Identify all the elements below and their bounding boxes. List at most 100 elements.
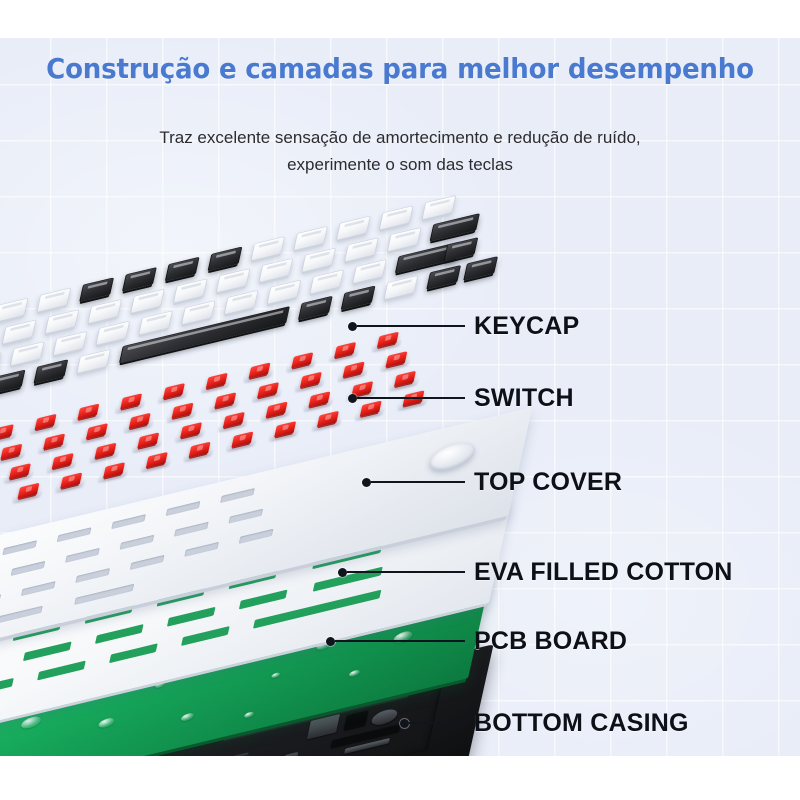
plate-slot (56, 527, 92, 543)
eva-cutout (238, 589, 288, 610)
leader-line (409, 722, 465, 724)
switch (342, 361, 365, 378)
keycap (383, 275, 419, 301)
leader-dot (362, 477, 371, 487)
callout-switch: SWITCH (348, 384, 574, 412)
switch (171, 402, 194, 420)
switch (102, 462, 126, 479)
keycap-accent (0, 369, 26, 395)
leader-dot (348, 321, 357, 331)
leader-line (347, 571, 465, 573)
keycap (44, 309, 80, 335)
keycap (293, 225, 329, 251)
keycap (9, 341, 45, 367)
switch (274, 420, 297, 438)
plate-slot (119, 534, 155, 550)
switch (214, 392, 237, 409)
keycap (129, 288, 165, 314)
leader-line (357, 397, 465, 399)
keycap (36, 287, 72, 313)
leader-dot (400, 718, 409, 728)
water-droplet (243, 711, 255, 719)
keycap (258, 257, 294, 283)
keycap (301, 247, 337, 273)
keycap-accent (207, 246, 243, 272)
keycap-accent (164, 256, 200, 282)
switch (60, 472, 83, 489)
water-droplet (270, 671, 281, 679)
plate-slot (238, 528, 274, 544)
plate-slot (228, 508, 264, 524)
page-subtitle: Traz excelente sensação de amortecimento… (159, 128, 641, 174)
callout-keycap: KEYCAP (348, 312, 579, 340)
keycap (1, 319, 37, 345)
keycap (386, 227, 422, 252)
plate-slot (74, 583, 135, 605)
keycap (76, 348, 112, 374)
plate-slot (0, 594, 2, 610)
keycap (172, 278, 208, 304)
keycap (250, 236, 286, 262)
switch (316, 410, 339, 428)
leader-dot (348, 393, 357, 403)
label-pcb-board: PCB BOARD (474, 626, 628, 655)
water-droplet (180, 712, 195, 723)
keycap (0, 351, 2, 377)
label-top-cover: TOP COVER (474, 467, 623, 496)
water-droplet (348, 669, 361, 678)
leader-dot (326, 636, 335, 646)
switch (94, 442, 117, 460)
switch (8, 463, 31, 480)
keycap (87, 298, 123, 324)
switch (145, 451, 168, 469)
keycap-accent (121, 266, 157, 292)
switch (256, 381, 280, 399)
keycap (378, 205, 414, 231)
plate-slot (111, 514, 146, 530)
plate-slot (165, 501, 201, 517)
water-droplet (20, 714, 42, 731)
label-switch: SWITCH (474, 383, 574, 412)
switch (0, 443, 23, 461)
keycap-accent (79, 277, 115, 303)
keycap-accent (340, 285, 376, 311)
callout-top-cover: TOP COVER (362, 468, 622, 496)
leader-dot (338, 567, 347, 577)
leader-line (357, 325, 465, 327)
plate-slot (220, 488, 255, 504)
keycap (138, 310, 174, 336)
keycap-accent (463, 256, 499, 281)
callout-pcb-board: PCB BOARD (326, 627, 627, 655)
eva-cutout (94, 624, 144, 644)
switch (188, 441, 211, 459)
eva-cutout (37, 660, 86, 681)
keycap (266, 279, 302, 305)
keycap (180, 300, 216, 326)
eva-cutout (181, 626, 230, 646)
label-keycap: KEYCAP (474, 311, 580, 340)
switch (43, 433, 66, 450)
switch (137, 432, 160, 449)
keycap-accent (33, 359, 69, 385)
switch (222, 411, 245, 429)
keycap-accent (426, 264, 462, 290)
page-title: Construção e camadas para melhor desempe… (46, 52, 754, 85)
leader-line (371, 481, 465, 483)
switch (128, 412, 151, 430)
switch (265, 401, 288, 419)
switch (308, 391, 331, 408)
keycap (309, 269, 345, 295)
switch (385, 351, 408, 368)
label-eva-filled-cotton: EVA FILLED COTTON (474, 557, 733, 586)
plate-slot (174, 521, 209, 537)
plate-slot (129, 554, 165, 570)
plate-slot (2, 540, 37, 556)
keycap (343, 237, 379, 263)
leader-line (335, 640, 465, 642)
keycap (351, 259, 387, 284)
switch (51, 452, 74, 470)
keycap (335, 215, 371, 241)
eva-cutout (109, 643, 158, 664)
plate-slot (10, 560, 46, 576)
